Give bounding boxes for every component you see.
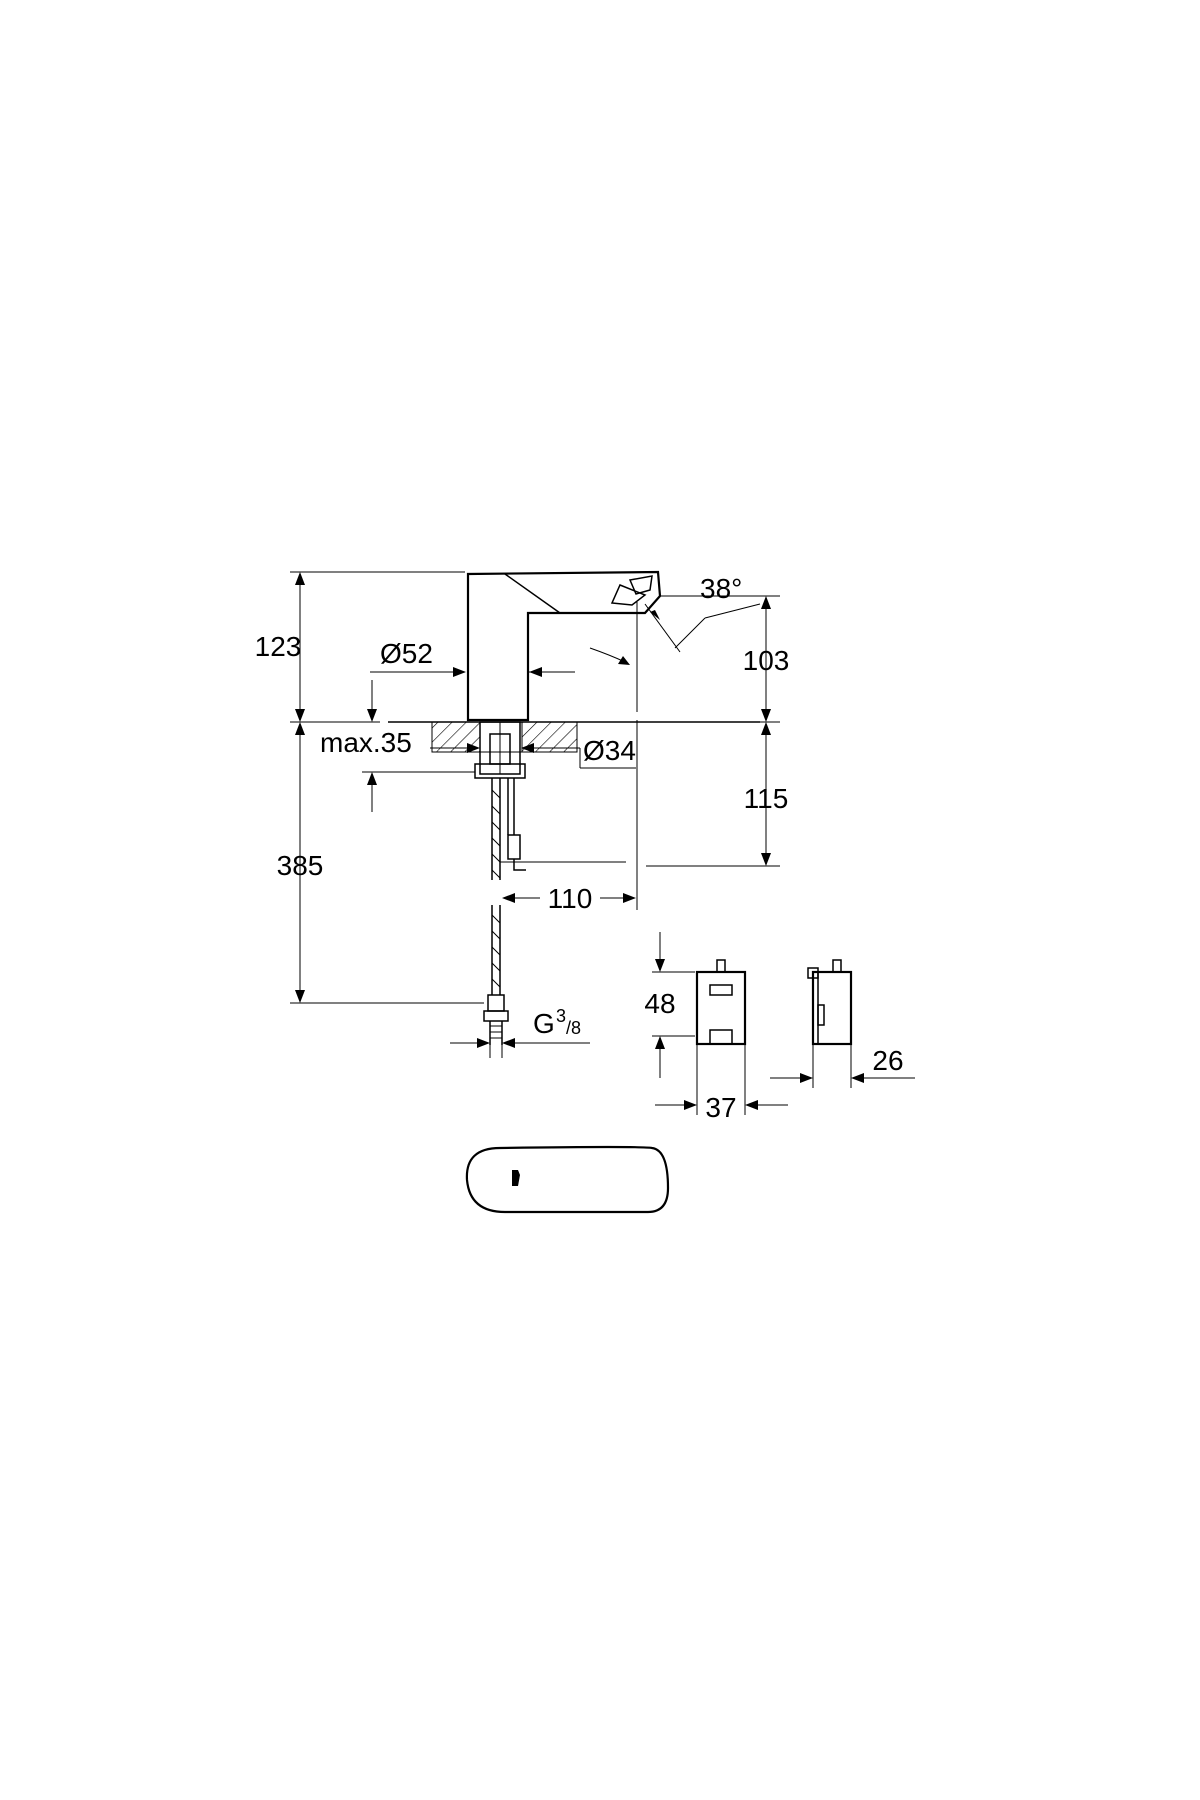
dim-34 bbox=[521, 743, 636, 769]
dim-g38 bbox=[450, 1038, 590, 1058]
dim-48-label: 48 bbox=[644, 988, 675, 1019]
dim-34-label: Ø34 bbox=[583, 735, 636, 766]
dim-max35-label: max.35 bbox=[320, 727, 412, 758]
dim-110 bbox=[499, 720, 638, 910]
dim-103 bbox=[580, 595, 780, 723]
dim-52 bbox=[370, 667, 575, 677]
dim-26-label: 26 bbox=[872, 1045, 903, 1076]
dim-103-label: 103 bbox=[743, 645, 790, 676]
dim-48 bbox=[652, 932, 695, 1078]
faucet-top-view bbox=[465, 1145, 670, 1214]
dim-max35 bbox=[362, 680, 480, 812]
supply-hose bbox=[491, 778, 526, 880]
dim-52-label: Ø52 bbox=[380, 638, 433, 669]
dim-385 bbox=[290, 722, 484, 1004]
dim-38-label: 38° bbox=[700, 573, 742, 604]
dim-37 bbox=[655, 1044, 788, 1115]
dim-38-angle bbox=[589, 602, 761, 712]
dim-g-sup: 3 bbox=[556, 1006, 566, 1026]
mounting-shank bbox=[474, 721, 526, 779]
dim-385-label: 385 bbox=[277, 850, 324, 881]
dim-115-label: 115 bbox=[744, 783, 789, 814]
dim-26 bbox=[770, 1044, 915, 1088]
dim-37-label: 37 bbox=[705, 1092, 736, 1123]
dim-123-label: 123 bbox=[255, 631, 302, 662]
control-box-side bbox=[807, 959, 853, 1046]
lower-hose bbox=[483, 905, 509, 1045]
dim-g-sub: /8 bbox=[566, 1018, 581, 1038]
dim-110-label: 110 bbox=[548, 883, 593, 914]
dim-123 bbox=[290, 571, 465, 723]
dim-g-label: G bbox=[533, 1008, 555, 1039]
faucet-body bbox=[466, 570, 662, 722]
control-box-front bbox=[695, 959, 747, 1046]
dim-115 bbox=[646, 722, 780, 867]
